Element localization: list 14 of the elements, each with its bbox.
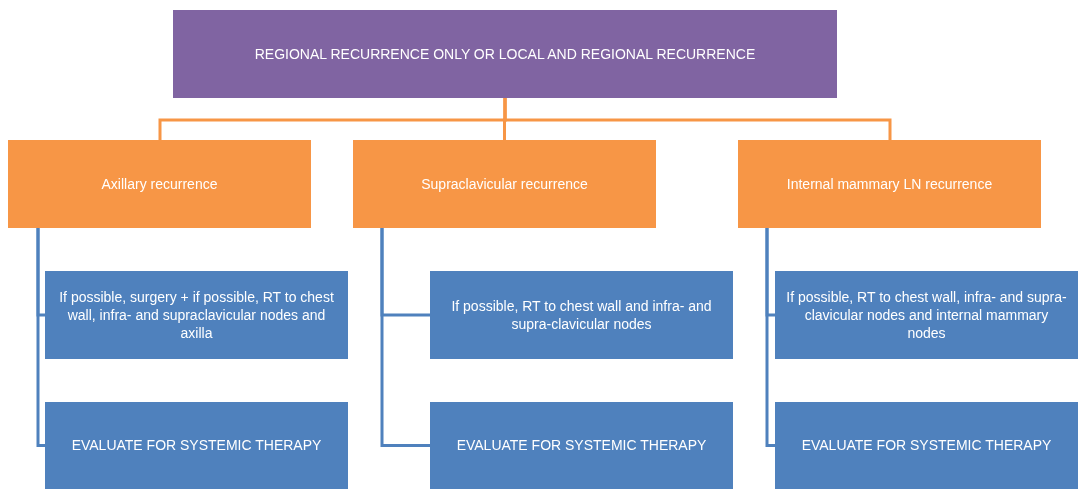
connector-line <box>503 98 892 140</box>
connector-line <box>380 228 430 447</box>
category-box: Supraclavicular recurrence <box>353 140 656 228</box>
category-box: Axillary recurrence <box>8 140 311 228</box>
action-box: If possible, RT to chest wall, infra- and supra-clavicular nodes and internal mammary nodes <box>775 271 1078 359</box>
connector-line <box>36 228 45 447</box>
connector-line <box>765 228 775 447</box>
action-box: EVALUATE FOR SYSTEMIC THERAPY <box>430 402 733 489</box>
action-box: EVALUATE FOR SYSTEMIC THERAPY <box>45 402 348 489</box>
category-box: Internal mammary LN recurrence <box>738 140 1041 228</box>
header-box: REGIONAL RECURRENCE ONLY OR LOCAL AND REGIONAL RECURRENCE <box>173 10 837 98</box>
action-box: If possible, RT to chest wall and infra- and supra-clavicular nodes <box>430 271 733 359</box>
action-box: EVALUATE FOR SYSTEMIC THERAPY <box>775 402 1078 489</box>
action-box: If possible, surgery + if possible, RT to chest wall, infra- and supraclavicular nodes and axilla <box>45 271 348 359</box>
